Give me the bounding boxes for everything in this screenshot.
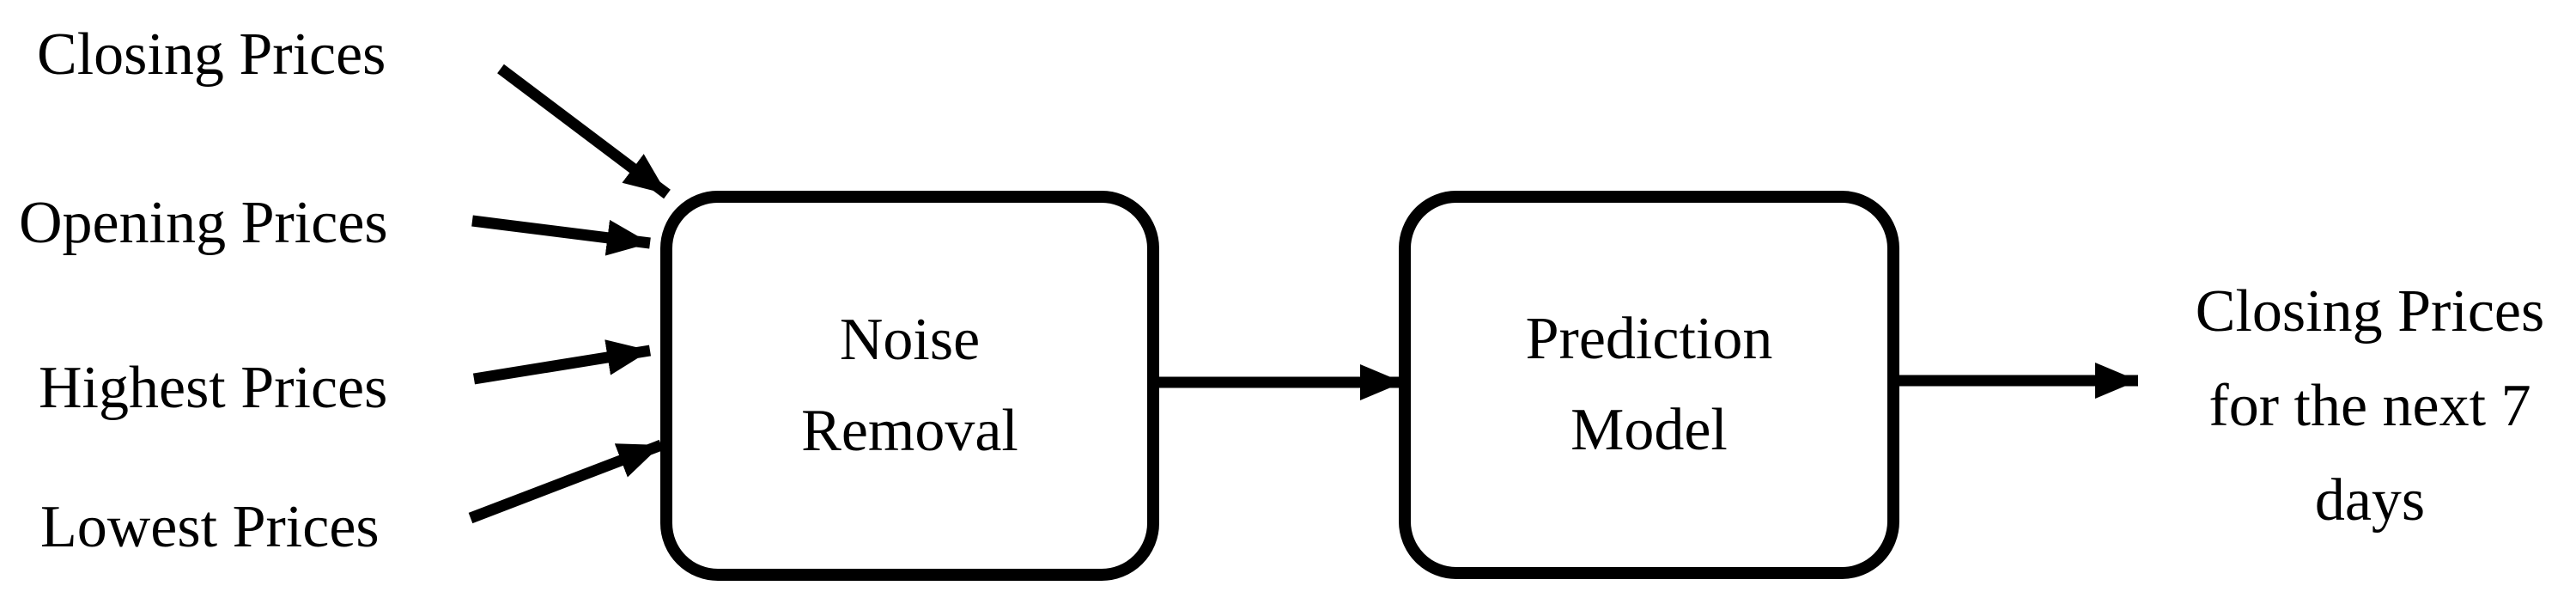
prediction-model-box [1399, 191, 1899, 579]
input-label-closing-prices: Closing Prices [37, 21, 386, 88]
noise-removal-box [660, 191, 1159, 581]
prediction-model-label: Prediction Model [1405, 294, 1893, 476]
input-label-lowest-prices: Lowest Prices [40, 494, 380, 560]
output-label-line1: Closing Prices [2195, 278, 2545, 345]
input-arrow-opening-prices [471, 215, 651, 256]
prediction-model-label-line1: Prediction [1525, 306, 1773, 372]
noise-removal-label-line2: Removal [801, 398, 1018, 464]
output-label-line3: days [2314, 467, 2426, 534]
noise-removal-label-line1: Noise [839, 307, 981, 373]
output-label: Closing Prices for the next 7 days [2147, 265, 2576, 548]
prediction-model-label-line2: Model [1571, 397, 1728, 463]
output-label-line2: for the next 7 [2208, 373, 2531, 439]
input-arrow-closing-prices [497, 64, 671, 199]
input-arrow-lowest-prices [468, 439, 664, 524]
input-label-opening-prices: Opening Prices [19, 190, 388, 256]
input-label-highest-prices: Highest Prices [39, 355, 388, 421]
noise-removal-label: Noise Removal [666, 295, 1153, 477]
input-arrow-highest-prices [472, 339, 652, 385]
